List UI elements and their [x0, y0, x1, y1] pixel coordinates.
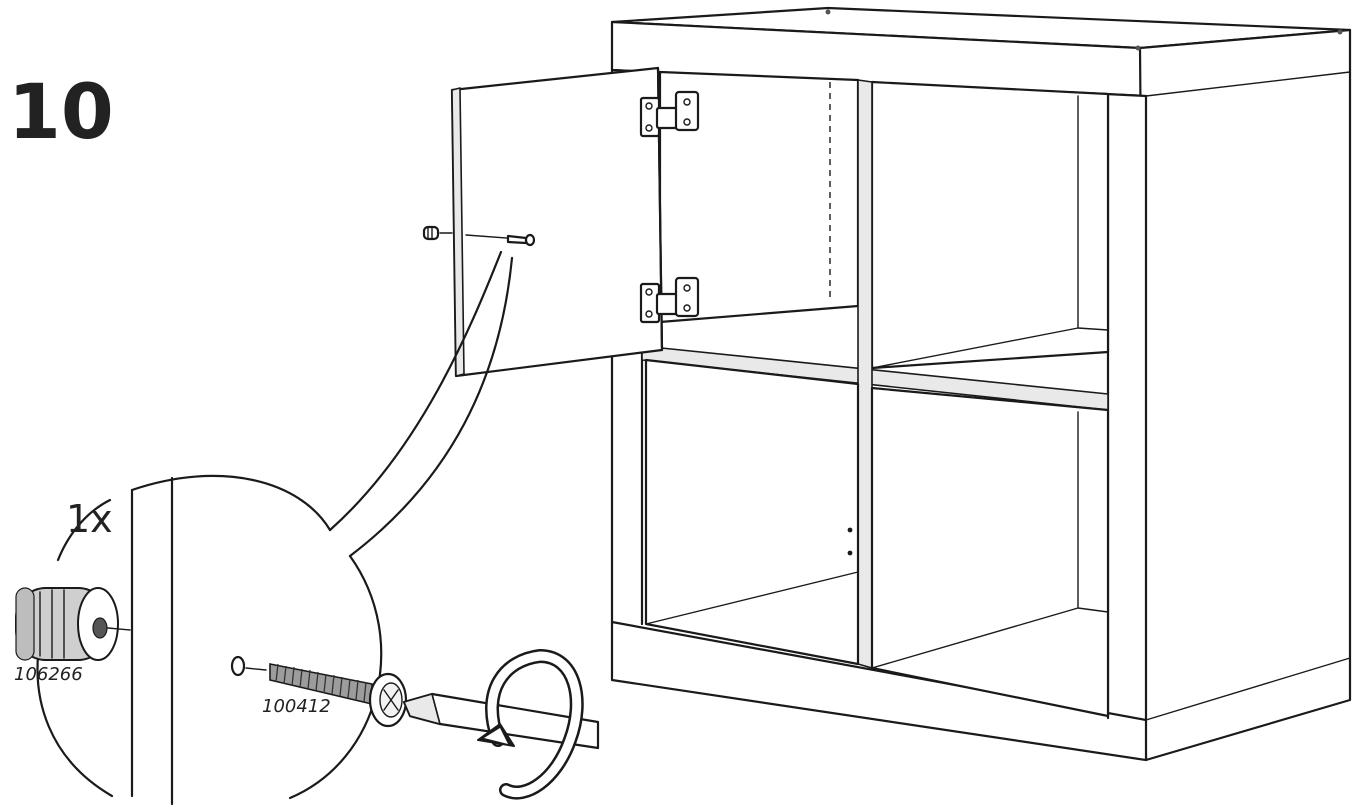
part-id-100412: 100412	[262, 696, 331, 717]
compartment-bottom-right	[870, 386, 1110, 718]
screw-hole	[230, 655, 246, 677]
step-number: 10	[8, 67, 114, 156]
screw-small	[506, 233, 536, 247]
hinge-lower	[639, 276, 700, 324]
quantity-label: 1x	[66, 497, 113, 541]
shelf-unit	[610, 6, 1352, 762]
compartment-bottom-left	[644, 358, 860, 666]
screwdriver-icon	[402, 692, 600, 750]
callout-pointer-upper	[328, 250, 503, 532]
knob-icon	[15, 587, 119, 661]
callout-pointer-lower	[348, 256, 514, 558]
part-id-106266: 106266	[14, 664, 83, 685]
screw-icon	[269, 663, 408, 728]
rotate-clockwise-icon	[477, 648, 584, 800]
shelf-right-side	[1138, 28, 1352, 762]
knob-small	[422, 225, 440, 241]
compartment-top-right	[870, 80, 1110, 370]
center-divider	[857, 79, 873, 669]
hinge-upper	[639, 90, 700, 138]
door-panel	[450, 66, 664, 378]
